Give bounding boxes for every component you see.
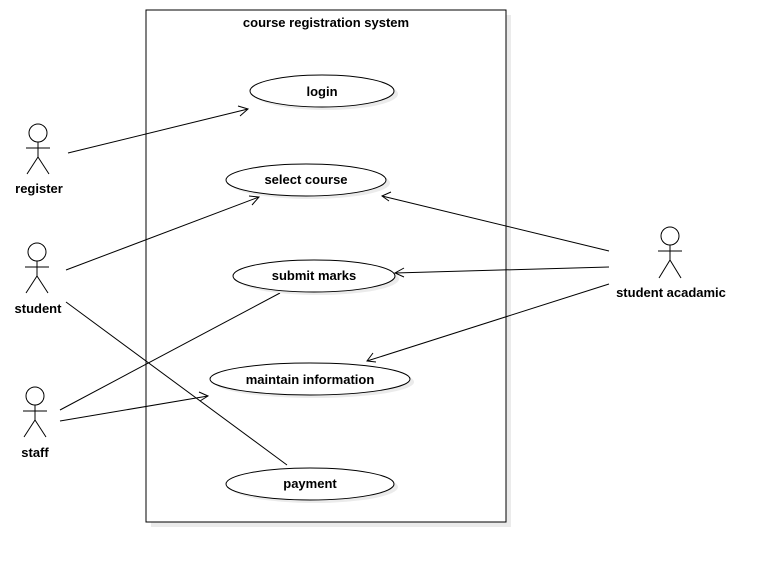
use-case-ellipse	[225, 467, 395, 501]
use-case-maintain-information[interactable]: maintain information	[209, 362, 414, 398]
arrowhead-acadamic-submit-marks	[393, 267, 405, 278]
association-staff-submit-marks	[59, 292, 281, 411]
use-case-ellipse	[209, 362, 411, 396]
arrowhead-acadamic-select-course	[380, 191, 392, 202]
association-acadamic-select-course	[381, 195, 610, 252]
use-case-label: select course	[264, 172, 347, 187]
use-case-ellipse	[249, 74, 395, 108]
arrowhead-register-login	[237, 105, 250, 117]
use-case-login[interactable]: login	[249, 74, 398, 110]
arrowhead-student-select-course	[248, 195, 261, 206]
use-case-select-course[interactable]: select course	[225, 163, 390, 199]
arrowhead-acadamic-maintain-information	[366, 352, 377, 363]
stick-figure-icon	[658, 226, 682, 279]
association-staff-maintain-information	[59, 395, 209, 422]
association-acadamic-maintain-information	[366, 283, 610, 362]
actor-student-acadamic[interactable]: student acadamic	[616, 226, 726, 300]
use-case-submit-marks[interactable]: submit marks	[232, 259, 399, 295]
use-case-label: payment	[283, 476, 337, 491]
actor-student[interactable]: student	[15, 242, 63, 316]
association-student-select-course	[65, 196, 260, 271]
association-acadamic-submit-marks	[394, 266, 610, 274]
use-case-label: login	[306, 84, 337, 99]
stick-figure-icon	[23, 386, 47, 438]
use-case-label: maintain information	[246, 372, 375, 387]
stick-figure-icon	[25, 242, 49, 294]
use-case-ellipse	[225, 163, 387, 197]
association-register-login	[67, 108, 249, 154]
actor-label: register	[15, 181, 63, 196]
actor-label: staff	[21, 445, 49, 460]
use-case-payment[interactable]: payment	[225, 467, 398, 503]
association-student-payment	[65, 301, 288, 466]
actor-staff[interactable]: staff	[21, 386, 49, 460]
use-case-label: submit marks	[272, 268, 357, 283]
actor-label: student	[15, 301, 63, 316]
arrowhead-staff-maintain-information	[198, 391, 210, 402]
actor-register[interactable]: register	[15, 123, 63, 196]
stick-figure-icon	[26, 123, 50, 175]
association-lines	[59, 105, 610, 466]
system-title: course registration system	[243, 15, 409, 30]
actor-label: student acadamic	[616, 285, 726, 300]
use-case-ellipse	[232, 259, 396, 293]
